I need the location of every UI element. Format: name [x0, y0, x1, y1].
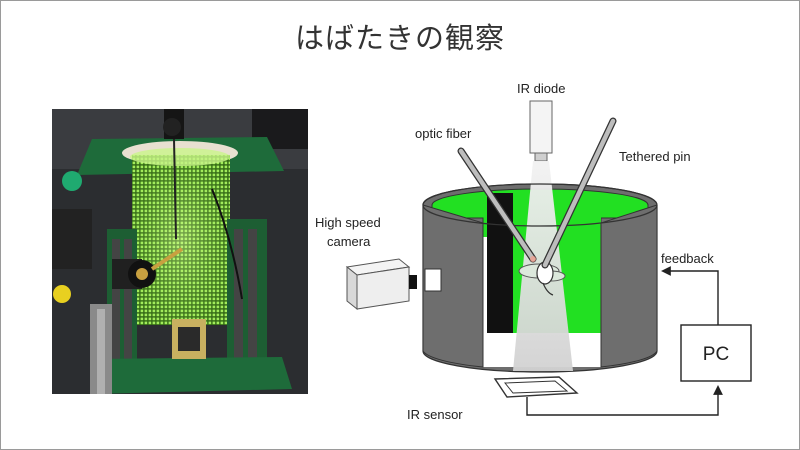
ir-diode-icon	[529, 100, 553, 162]
fly-icon	[518, 261, 566, 296]
ir-sensor-icon	[493, 376, 579, 398]
optic-fiber	[458, 148, 536, 262]
arena-cylinder	[422, 161, 658, 373]
tethered-pin	[542, 118, 616, 268]
pc-box	[680, 324, 752, 382]
ir-diode-label: IR diode	[517, 81, 565, 96]
slide-title: はばたきの観察	[294, 21, 505, 55]
feedback-arrow	[661, 266, 719, 325]
high-speed-camera-icon	[345, 258, 417, 311]
camera-label-line1: High speed	[315, 215, 381, 230]
apparatus-photo	[52, 109, 308, 394]
flight-arena-diagram: IR diode	[315, 81, 752, 422]
pc-label: PC	[703, 344, 729, 365]
feedback-label: feedback	[661, 251, 714, 266]
optic-fiber-label: optic fiber	[415, 126, 472, 141]
camera-label-line2: camera	[327, 234, 371, 249]
sensor-to-pc-arrow	[526, 385, 723, 416]
camera-window	[424, 268, 442, 292]
tethered-pin-label: Tethered pin	[619, 149, 691, 164]
ir-sensor-label: IR sensor	[407, 407, 463, 422]
